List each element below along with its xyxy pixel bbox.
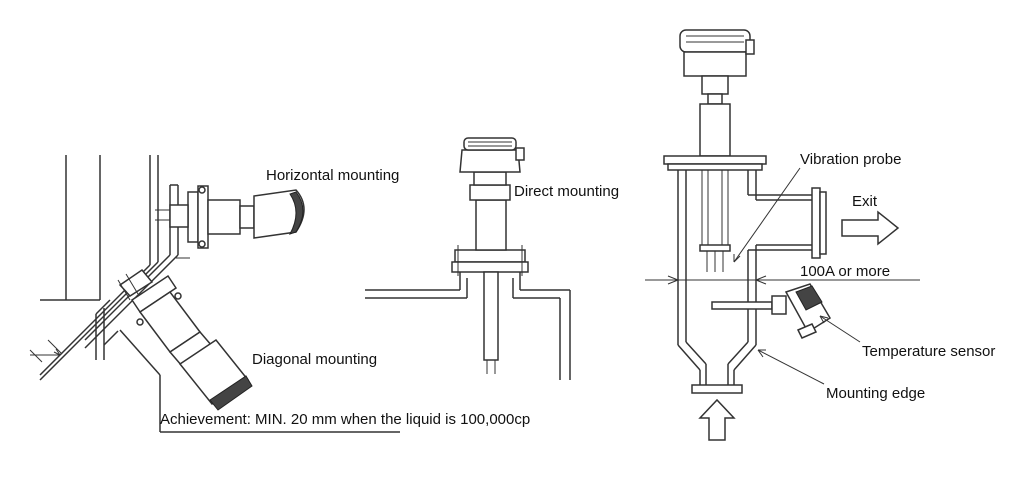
label-pipe-size: 100A or more xyxy=(800,263,890,280)
right-pipe-body xyxy=(677,170,827,394)
direct-probe xyxy=(451,137,529,374)
horizontal-probe xyxy=(155,185,305,259)
diagonal-probe xyxy=(117,268,253,411)
label-exit: Exit xyxy=(852,193,878,210)
temperature-sensor xyxy=(711,283,832,339)
label-mounting-edge: Mounting edge xyxy=(826,385,925,402)
label-horizontal-mounting: Horizontal mounting xyxy=(266,167,399,184)
label-achievement: Achievement: MIN. 20 mm when the liquid … xyxy=(160,411,530,428)
inlet-arrow xyxy=(698,398,736,441)
pipe-size-dimension xyxy=(645,275,920,285)
label-direct-mounting: Direct mounting xyxy=(514,183,619,200)
tank-top-middle xyxy=(365,270,571,380)
label-vibration-probe: Vibration probe xyxy=(800,151,901,168)
right-probe-head xyxy=(663,29,767,171)
exit-arrow xyxy=(841,210,900,246)
label-diagonal-mounting: Diagonal mounting xyxy=(252,351,377,368)
label-temperature-sensor: Temperature sensor xyxy=(862,343,995,360)
leader-lines xyxy=(733,167,861,385)
